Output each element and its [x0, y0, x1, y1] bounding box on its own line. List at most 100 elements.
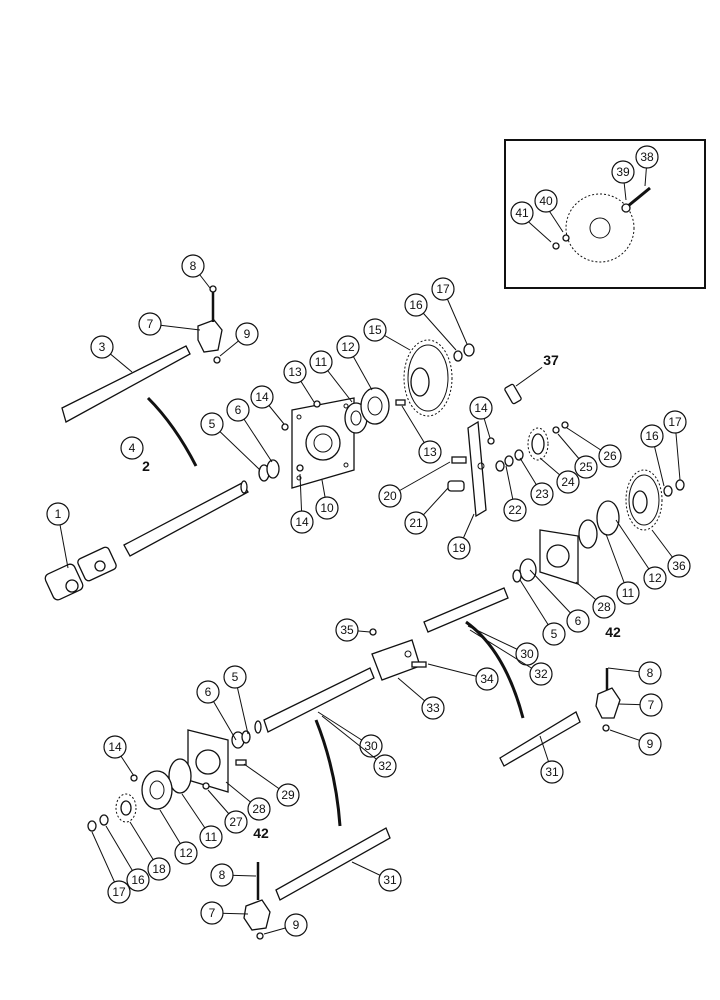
- callout-number: 6: [575, 614, 582, 628]
- callout-number: 38: [640, 150, 654, 164]
- callout-c42b: 42: [250, 823, 272, 845]
- callout-c6a: 6: [226, 398, 273, 463]
- callout-circle: [174, 841, 198, 865]
- callout-c24: 24: [539, 457, 580, 494]
- callout-circle: [199, 825, 223, 849]
- callout-c31a: 31: [539, 735, 564, 784]
- callout-number: 28: [597, 600, 611, 614]
- callout-number: 16: [645, 429, 659, 443]
- callout-number: 17: [436, 282, 450, 296]
- callout-c25: 25: [557, 433, 598, 479]
- callout-c36: 36: [651, 529, 691, 578]
- callout-number: 35: [340, 623, 354, 637]
- callout-number: 19: [452, 541, 466, 555]
- callout-c9a: 9: [219, 322, 259, 357]
- universal-joint-1: [44, 546, 117, 601]
- callout-c18: 18: [129, 821, 171, 881]
- callout-number: 11: [622, 586, 635, 600]
- callout-circle: [540, 760, 564, 784]
- callout-c32a: 32: [469, 629, 553, 686]
- callout-c14a: 14: [250, 385, 285, 425]
- callout-circle: [247, 797, 271, 821]
- callout-number: 34: [480, 672, 494, 686]
- leader-line: [469, 629, 542, 675]
- callout-number: 40: [539, 194, 553, 208]
- callout-circle: [638, 661, 662, 685]
- callout-number: 8: [219, 868, 226, 882]
- callout-circle: [404, 293, 428, 317]
- callout-number: 28: [252, 802, 266, 816]
- callout-c10: 10: [315, 479, 339, 520]
- shaft-31-bottom: [243, 827, 391, 940]
- callout-number: 14: [474, 401, 488, 415]
- callout-c32b: 32: [321, 715, 397, 778]
- callout-c8a: 8: [181, 254, 211, 289]
- callout-number: 13: [288, 365, 302, 379]
- callout-circle: [635, 145, 659, 169]
- callout-number: 14: [108, 740, 122, 754]
- callout-circle: [574, 455, 598, 479]
- callout-c23: 23: [519, 457, 554, 506]
- callout-c11b: 11: [605, 533, 640, 605]
- callout-c37: 37: [515, 350, 562, 387]
- callout-c19: 19: [447, 513, 475, 560]
- callout-circle: [447, 536, 471, 560]
- callout-number: 15: [368, 323, 382, 337]
- callout-number: 39: [616, 165, 630, 179]
- callout-c20: 20: [378, 461, 451, 508]
- callout-circle: [276, 783, 300, 807]
- callout-circle: [638, 732, 662, 756]
- callout-circle: [404, 511, 428, 535]
- tensioner-19: [447, 383, 569, 518]
- callout-number: 41: [515, 206, 529, 220]
- callout-number: 4: [129, 441, 136, 455]
- callout-circle: [283, 360, 307, 384]
- callout-c6c: 6: [196, 680, 237, 741]
- callout-c16c: 16: [105, 825, 150, 892]
- callout-number: 23: [535, 487, 549, 501]
- callout-circle: [315, 496, 339, 520]
- callout-number: 9: [293, 918, 300, 932]
- callout-circle: [510, 201, 534, 225]
- callout-number: 18: [152, 862, 166, 876]
- callout-c15: 15: [363, 318, 411, 351]
- callout-circle: [226, 398, 250, 422]
- callout-number: 7: [648, 698, 655, 712]
- callout-c12c: 12: [159, 809, 198, 865]
- callout-circle: [224, 810, 248, 834]
- callout-c8c: 8: [210, 863, 257, 887]
- callout-number: 6: [235, 403, 242, 417]
- callout-number: 5: [209, 417, 216, 431]
- callout-c14d: 14: [103, 735, 135, 777]
- callout-c13b: 13: [401, 405, 442, 464]
- inset-sprocket: [565, 193, 635, 263]
- callout-number: 33: [426, 701, 440, 715]
- callout-number: 31: [383, 873, 397, 887]
- callout-number: 17: [668, 415, 682, 429]
- callout-number: 13: [423, 445, 437, 459]
- callout-circle: [640, 424, 664, 448]
- callout-number: 25: [579, 460, 593, 474]
- callout-number: 37: [543, 352, 559, 368]
- callout-circle: [309, 350, 333, 374]
- callout-number: 42: [605, 624, 621, 640]
- middle-shafts: [254, 587, 525, 827]
- callout-number: 5: [232, 670, 239, 684]
- callout-circle: [120, 436, 144, 460]
- callout-c28b: 28: [225, 781, 271, 821]
- callout-number: 14: [255, 390, 269, 404]
- callout-labels: 1234567891011121313141414151617192021222…: [46, 145, 691, 937]
- callout-number: 22: [508, 503, 522, 517]
- callout-number: 36: [672, 559, 686, 573]
- callout-c42a: 42: [602, 622, 624, 644]
- callout-number: 20: [383, 489, 397, 503]
- clamp-7-right: [595, 687, 621, 719]
- callout-c7c: 7: [200, 901, 249, 925]
- callout-circle: [336, 335, 360, 359]
- callout-circle: [290, 510, 314, 534]
- callout-circle: [147, 857, 171, 881]
- callout-c1: 1: [46, 502, 70, 569]
- callout-c16a: 16: [404, 293, 457, 351]
- callout-number: 9: [647, 737, 654, 751]
- callout-c34: 34: [427, 663, 499, 691]
